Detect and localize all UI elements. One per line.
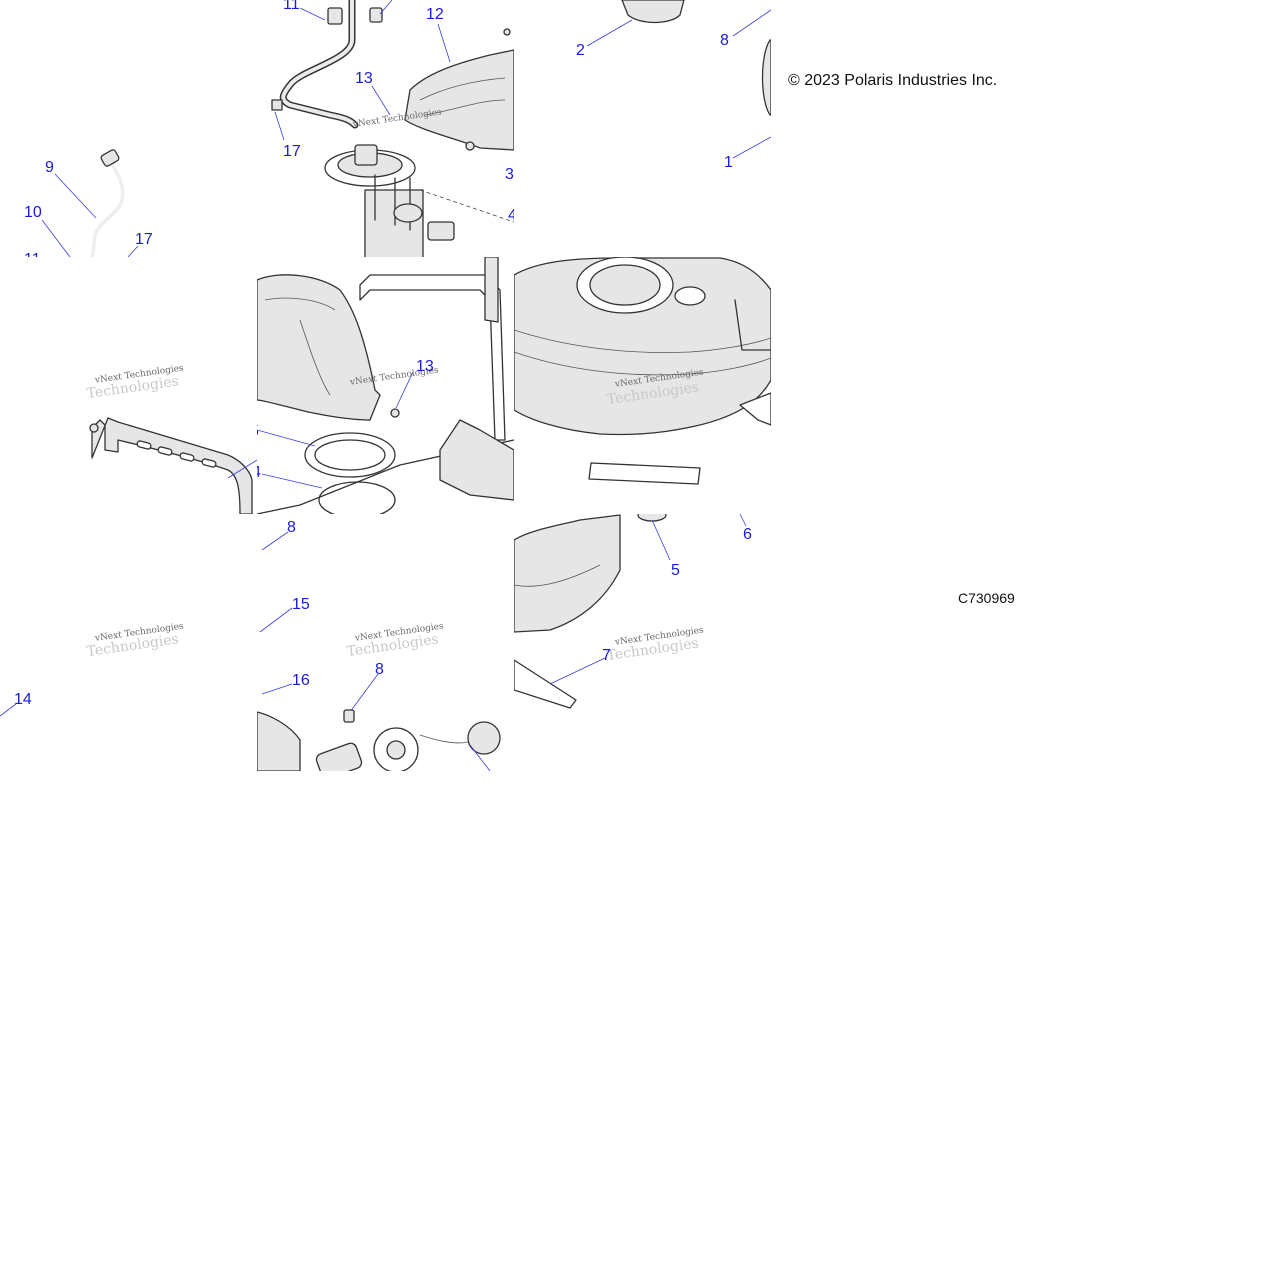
tile-fuel-tank: vNext Technologies Technologies (514, 257, 771, 485)
callout-16: 16 (292, 672, 310, 689)
copyright-notice: © 2023 Polaris Industries Inc. (788, 72, 998, 89)
tile-shield-gasket: vNext Technologies (257, 257, 514, 514)
callout-14: 14 (14, 691, 32, 708)
callout-7: 7 (602, 647, 611, 664)
callout-6: 6 (743, 526, 752, 543)
callout-13-a: 13 (355, 70, 373, 87)
tile-strap: vNext Technologies Technologies (86, 363, 257, 514)
callout-8-a: 8 (720, 32, 729, 49)
callout-8-b: 8 (287, 519, 296, 536)
callout-17-b: 17 (283, 143, 301, 160)
tile-cap (586, 0, 771, 159)
callout-11-a: 11 (24, 251, 41, 268)
callout-4-b: 4 (252, 464, 261, 481)
callout-15: 15 (292, 596, 310, 613)
callout-3: 3 (505, 166, 514, 183)
tile-filler-neck: vNext Technologies Technologies (257, 531, 501, 771)
drawing-id: C730969 (958, 590, 1015, 606)
tile-fuel-pump: vNext Technologies (271, 0, 514, 257)
callout-4-a: 4 (508, 207, 517, 224)
callout-13-b: 13 (416, 358, 434, 375)
callout-8-c: 8 (375, 661, 384, 678)
callout-12: 12 (426, 6, 444, 23)
callout-5-a: 5 (250, 423, 259, 440)
callout-11-b: 11 (283, 0, 300, 13)
callout-17-a: 17 (135, 231, 153, 248)
callout-1: 1 (724, 154, 733, 171)
tile-tank-bottom: vNext Technologies Technologies (514, 514, 705, 709)
callout-5-b: 5 (671, 562, 680, 579)
callout-10: 10 (24, 204, 42, 221)
callout-9: 9 (45, 159, 54, 176)
callout-2: 2 (576, 42, 585, 59)
tile-vent-hose (41, 149, 139, 257)
